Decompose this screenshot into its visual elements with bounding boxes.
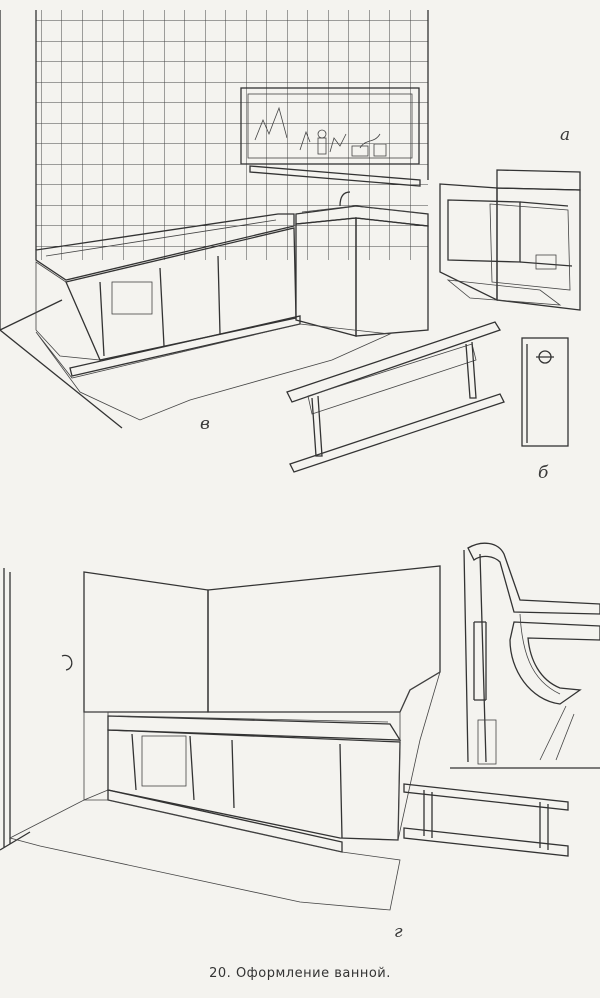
view-a-cabinet-detail: а bbox=[439, 125, 581, 311]
view-g-bathroom: г bbox=[0, 565, 441, 942]
view-b-door-panel: б bbox=[521, 337, 569, 483]
washbasin-cabinet bbox=[295, 191, 429, 337]
label-b: б bbox=[538, 463, 549, 483]
towel-rack-g bbox=[403, 783, 569, 857]
label-g: г bbox=[394, 922, 403, 942]
towel-rack-v bbox=[286, 321, 505, 473]
tub-section-detail bbox=[450, 542, 600, 769]
mirror bbox=[240, 87, 420, 165]
figure-caption: 20. Оформление ванной. bbox=[209, 966, 391, 981]
bathtub-g bbox=[83, 671, 441, 853]
label-a: а bbox=[560, 125, 570, 145]
label-v: в bbox=[200, 414, 210, 434]
view-v-bathroom: в bbox=[0, 10, 505, 473]
